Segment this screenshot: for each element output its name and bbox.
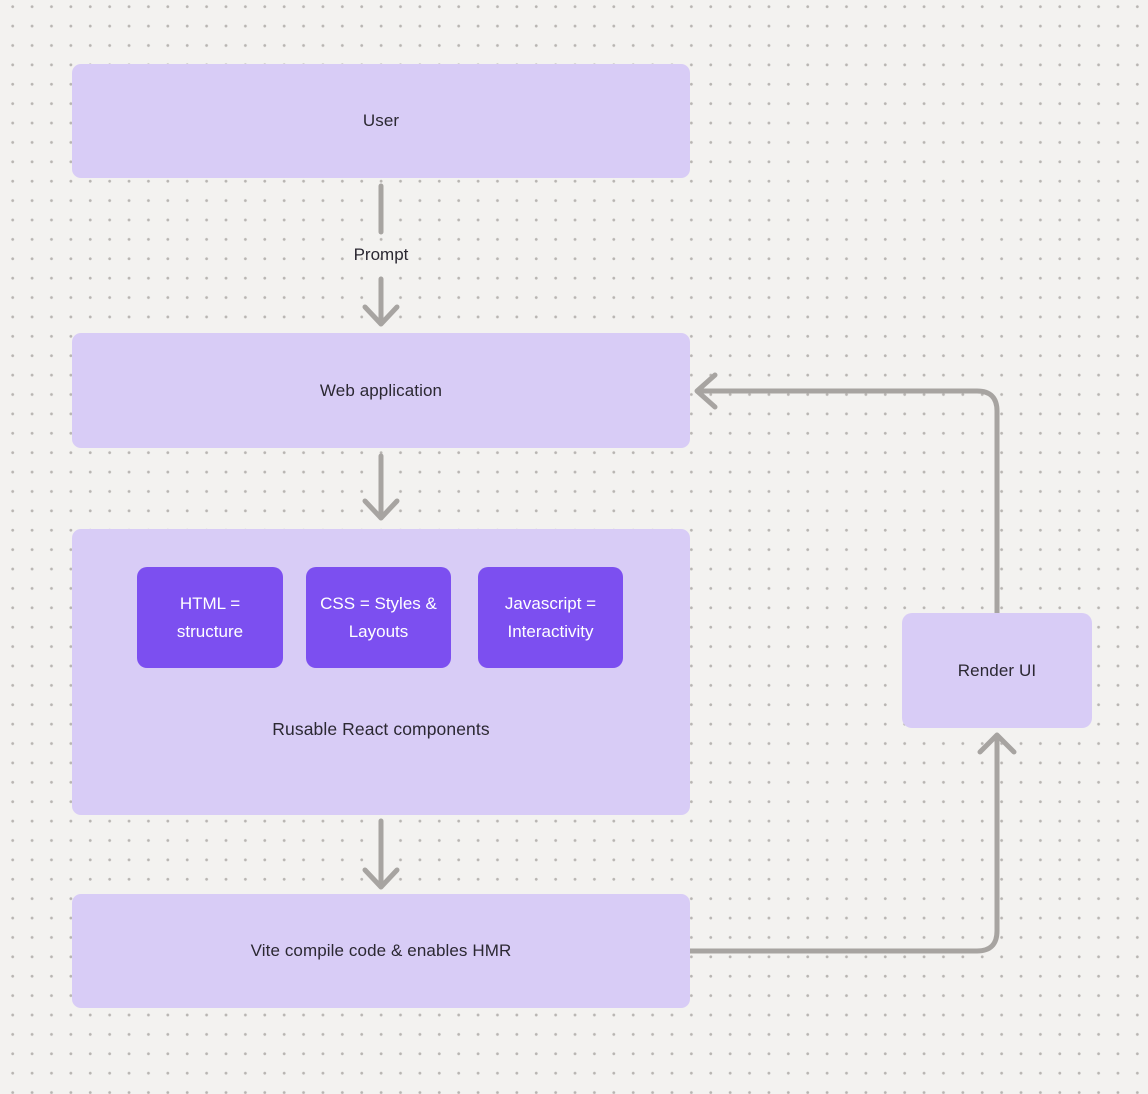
edge-label-prompt: Prompt: [353, 245, 409, 264]
group-react-components-label: Rusable React components: [272, 719, 490, 739]
node-html[interactable]: HTML = structure: [137, 567, 283, 668]
node-render-ui[interactable]: Render UI: [902, 613, 1092, 728]
node-javascript-label: Javascript = Interactivity: [504, 593, 597, 641]
node-render-ui-label: Render UI: [957, 660, 1037, 680]
arrowhead-up-render-icon: [977, 732, 1017, 755]
node-javascript[interactable]: Javascript = Interactivity: [478, 567, 623, 668]
arrowhead-down-vite-icon: [362, 867, 400, 890]
node-vite-label: Vite compile code & enables HMR: [250, 941, 512, 960]
arrow-vite-to-render: [687, 734, 1000, 954]
node-user[interactable]: User: [72, 64, 690, 178]
node-vite[interactable]: Vite compile code & enables HMR: [72, 894, 690, 1008]
arrowhead-down-components-icon: [362, 498, 400, 521]
arrowhead-down-webapp-icon: [362, 304, 400, 327]
node-css-label: CSS = Styles & Layouts: [320, 593, 437, 641]
arrowhead-left-webapp-icon: [694, 372, 718, 410]
node-web-application-label: Web application: [319, 380, 443, 400]
node-css[interactable]: CSS = Styles & Layouts: [306, 567, 451, 668]
node-html-label: HTML = structure: [176, 593, 244, 641]
arrow-render-to-webapp: [698, 388, 1000, 616]
node-web-application[interactable]: Web application: [72, 333, 690, 448]
node-user-label: User: [362, 111, 400, 130]
